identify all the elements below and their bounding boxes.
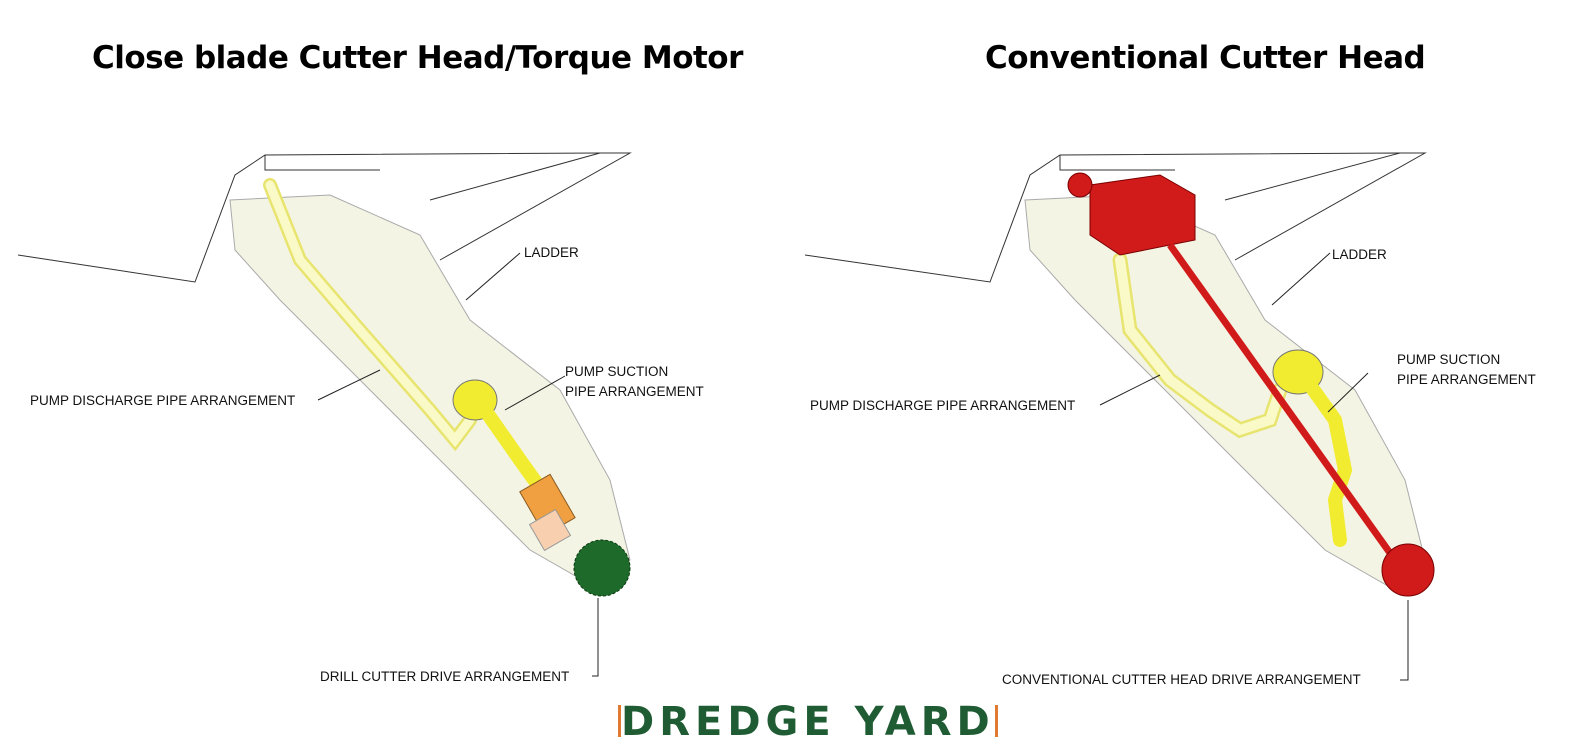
conventional-cutter-head [1381,543,1435,597]
right-discharge-label: PUMP DISCHARGE PIPE ARRANGEMENT [810,398,1076,413]
left-discharge-label: PUMP DISCHARGE PIPE ARRANGEMENT [30,393,296,408]
drill-cutter-head [573,539,631,597]
right-title: Conventional Cutter Head [985,40,1426,76]
left-ladder-label: LADDER [524,245,579,260]
right-drive-label: CONVENTIONAL CUTTER HEAD DRIVE ARRANGEME… [1002,672,1361,687]
drive-shaft [1167,242,1398,563]
left-drive-label: DRILL CUTTER DRIVE ARRANGEMENT [320,669,570,684]
logo-text: DREDGE YARD [621,699,995,745]
drive-motor-box [1089,174,1196,256]
right-ladder-label: LADDER [1332,247,1387,262]
logo-stripe [994,705,998,737]
left-title: Close blade Cutter Head/Torque Motor [92,40,743,76]
right-suction-label-2: PIPE ARRANGEMENT [1397,372,1536,387]
logo-stripe [618,705,621,737]
right-dredge-diagram [804,152,1435,681]
right-suction-label-1: PUMP SUCTION [1397,352,1501,367]
left-suction-label-1: PUMP SUCTION [565,364,669,379]
dredge-yard-logo: DREDGE YARD [618,700,998,744]
left-dredge-diagram [17,152,632,677]
left-suction-label-2: PIPE ARRANGEMENT [565,384,704,399]
